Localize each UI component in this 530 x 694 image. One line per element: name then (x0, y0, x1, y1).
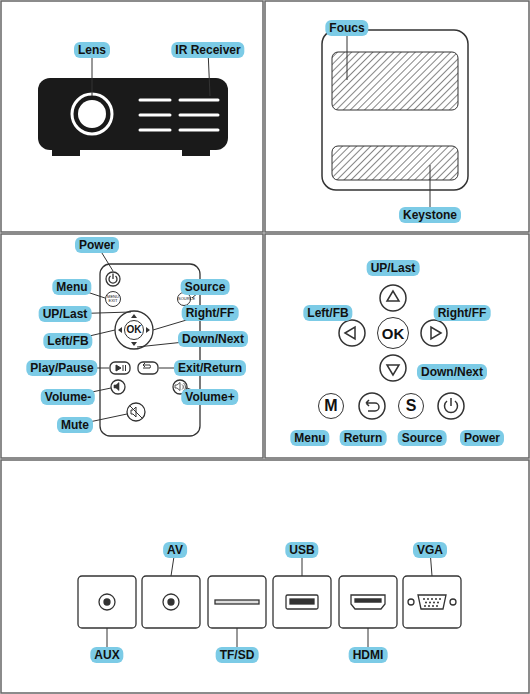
button-circle: OK (377, 317, 409, 349)
part-label: Power (75, 237, 119, 253)
part-label: Right/FF (182, 305, 239, 321)
part-label: Source (181, 279, 230, 295)
leader-lines (69, 36, 432, 651)
projector-top (322, 30, 468, 190)
part-label: AUX (90, 647, 123, 663)
part-label: Mute (57, 417, 93, 433)
leader-line (347, 36, 348, 80)
projector-front (38, 78, 228, 156)
button-label: M (324, 398, 337, 414)
part-label: AV (163, 542, 187, 558)
part-label: Menu (290, 430, 329, 446)
button-label: MENU EXIT (107, 295, 119, 303)
part-label: Power (460, 430, 504, 446)
button-circle: M (318, 393, 344, 419)
button-label: OK (382, 326, 405, 341)
leader-line (92, 57, 93, 96)
part-label: HDMI (349, 647, 388, 663)
button-label: SOURCE (178, 297, 190, 301)
part-label: VGA (413, 542, 447, 558)
part-label: Menu (52, 279, 91, 295)
part-label: Right/FF (434, 305, 491, 321)
button-circle: MENU EXIT (105, 291, 121, 307)
leader-line (430, 165, 431, 208)
leader-line (208, 57, 210, 96)
part-label: Left/FB (303, 305, 352, 321)
part-label: Source (398, 430, 447, 446)
part-label: Exit/Return (174, 360, 246, 376)
part-label: USB (285, 542, 318, 558)
part-label: IR Receiver (171, 42, 244, 58)
button-circle: OK (124, 320, 144, 340)
part-label: Play/Pause (26, 360, 97, 376)
part-label: Left/FB (43, 333, 92, 349)
button-circle: S (398, 393, 424, 419)
ports (78, 576, 461, 628)
button-label: OK (126, 325, 141, 335)
button-label: S (406, 398, 417, 414)
part-label: UP/Last (367, 260, 420, 276)
part-label: Foucs (325, 20, 368, 36)
part-label: Volume+ (181, 389, 238, 405)
part-label: Keystone (399, 207, 461, 223)
part-label: TF/SD (216, 647, 259, 663)
part-label: Volume- (41, 389, 95, 405)
part-label: UP/Last (39, 306, 92, 322)
part-label: Down/Next (417, 364, 487, 380)
part-label: Return (340, 430, 387, 446)
part-label: Down/Next (178, 331, 248, 347)
part-label: Lens (74, 42, 110, 58)
